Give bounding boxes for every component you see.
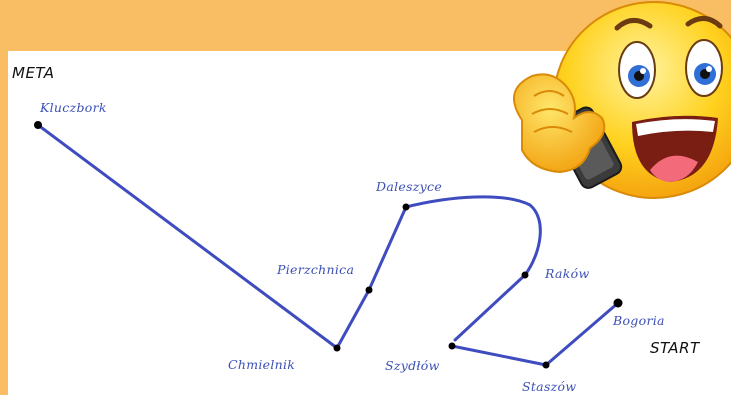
town-point-daleszyce <box>402 203 410 211</box>
town-label-daleszyce: Daleszyce <box>376 179 443 194</box>
town-label-rakow: Raków <box>545 266 590 281</box>
finish-label: META <box>12 64 55 82</box>
route-segment-rakow-szydlow <box>453 273 527 342</box>
route-segment-szydlow-staszow <box>450 344 548 367</box>
town-label-szydlow: Szydłów <box>385 358 440 373</box>
town-point-rakow <box>521 271 529 279</box>
town-point-kluczbork <box>34 121 42 129</box>
town-point-staszow <box>542 361 550 369</box>
town-point-bogoria <box>613 298 623 308</box>
route-segment-staszow-bogoria <box>544 301 620 367</box>
town-label-staszow: Staszów <box>522 379 577 394</box>
town-label-pierzchnica: Pierzchnica <box>277 262 355 277</box>
start-label: START <box>650 339 700 357</box>
route-segment-pierzchnica-daleszyce <box>367 205 408 292</box>
route-segment-kluczbork-chmielnik <box>36 123 339 350</box>
route-segment-chmielnik-pierzchnica <box>335 288 371 350</box>
town-point-chmielnik <box>333 344 341 352</box>
town-point-pierzchnica <box>365 286 373 294</box>
route-segment-daleszyce-rakow <box>404 195 542 277</box>
town-point-szydlow <box>448 342 456 350</box>
town-label-chmielnik: Chmielnik <box>228 357 296 372</box>
smiling-face-with-phone-icon <box>513 1 731 199</box>
town-label-kluczbork: Kluczbork <box>40 100 107 115</box>
town-label-bogoria: Bogoria <box>613 313 665 328</box>
